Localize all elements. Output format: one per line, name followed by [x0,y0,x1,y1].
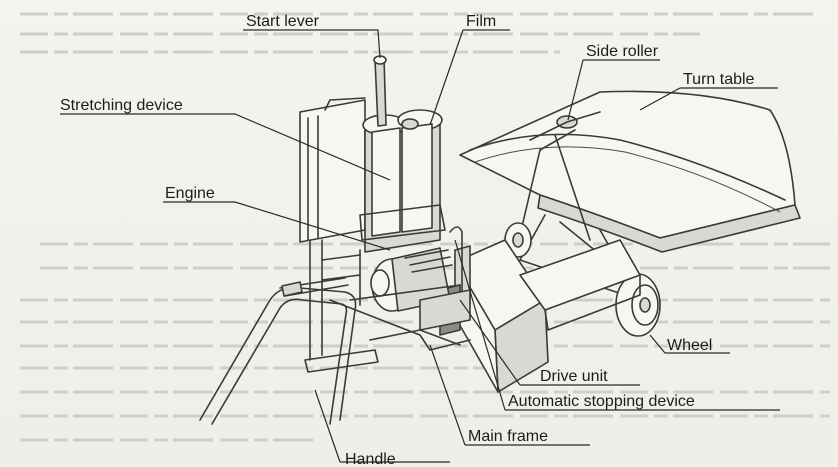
side-roller-drawing [529,111,601,151]
label-automatic-stopping-device: Automatic stopping device [508,393,695,410]
start-lever-drawing [373,55,387,127]
label-drive-unit: Drive unit [540,368,608,385]
label-turn-table: Turn table [683,71,755,88]
leader-lines [60,29,780,463]
label-side-roller: Side roller [586,43,659,60]
label-engine: Engine [165,185,215,202]
label-start-lever: Start lever [246,13,320,30]
label-main-frame: Main frame [468,428,548,445]
label-wheel: Wheel [667,337,712,354]
main-frame-drawing [304,239,471,373]
label-stretching-device: Stretching device [60,97,183,114]
stretching-device-drawing [299,97,446,253]
handle-drawing [199,277,357,425]
label-film: Film [466,13,496,30]
label-handle: Handle [345,451,396,467]
engine-drawing [370,247,471,331]
turn-table-drawing [459,90,801,301]
